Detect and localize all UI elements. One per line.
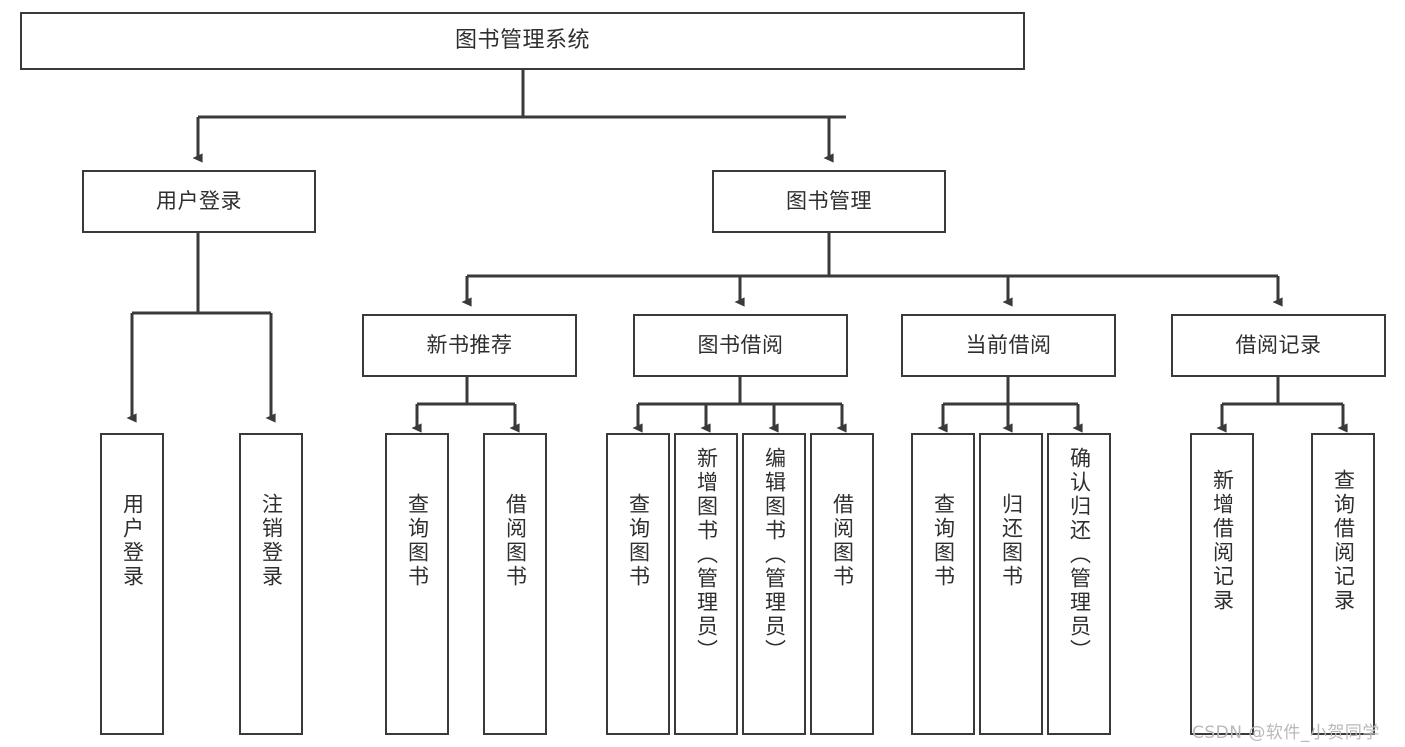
leaf-edit-book-admin[interactable]: 编辑图书（管理员）: [742, 433, 806, 735]
node-label: 归还图书: [999, 493, 1024, 589]
node-book-borrow[interactable]: 图书借阅: [633, 314, 848, 377]
node-label: 借阅记录: [1235, 333, 1322, 358]
leaf-add-borrow-record[interactable]: 新增借阅记录: [1190, 433, 1254, 735]
node-borrow-record[interactable]: 借阅记录: [1171, 314, 1386, 377]
node-label: 用户登录: [156, 189, 242, 214]
leaf-user-login[interactable]: 用户登录: [100, 433, 164, 735]
leaf-query-borrow-record[interactable]: 查询借阅记录: [1311, 433, 1375, 735]
node-label: 图书管理: [786, 189, 872, 214]
node-label: 新增图书（管理员）: [694, 447, 719, 663]
node-root-book-management-system[interactable]: 图书管理系统: [20, 12, 1025, 70]
leaf-query-book-recommend[interactable]: 查询图书: [385, 433, 449, 735]
leaf-query-book-current[interactable]: 查询图书: [911, 433, 975, 735]
node-label: 确认归还（管理员）: [1067, 447, 1092, 663]
node-label: 注销登录: [259, 493, 284, 589]
node-label: 编辑图书（管理员）: [762, 447, 787, 663]
leaf-borrow-book-borrow[interactable]: 借阅图书: [810, 433, 874, 735]
node-label: 用户登录: [120, 493, 145, 589]
node-label: 当前借阅: [965, 333, 1052, 358]
node-label: 借阅图书: [830, 493, 855, 589]
node-new-book-recommend[interactable]: 新书推荐: [362, 314, 577, 377]
node-label: 新书推荐: [426, 333, 513, 358]
node-label: 新增借阅记录: [1210, 469, 1235, 613]
leaf-add-book-admin[interactable]: 新增图书（管理员）: [674, 433, 738, 735]
node-label: 借阅图书: [503, 493, 528, 589]
leaf-return-book[interactable]: 归还图书: [979, 433, 1043, 735]
node-label: 查询借阅记录: [1331, 469, 1356, 613]
node-label: 图书借阅: [697, 333, 784, 358]
leaf-borrow-book-recommend[interactable]: 借阅图书: [483, 433, 547, 735]
node-book-management[interactable]: 图书管理: [712, 170, 946, 233]
node-user-login[interactable]: 用户登录: [82, 170, 316, 233]
leaf-logout-login[interactable]: 注销登录: [239, 433, 303, 735]
leaf-confirm-return-admin[interactable]: 确认归还（管理员）: [1047, 433, 1111, 735]
node-current-borrow[interactable]: 当前借阅: [901, 314, 1116, 377]
node-label: 图书管理系统: [454, 28, 590, 54]
leaf-query-book-borrow[interactable]: 查询图书: [606, 433, 670, 735]
node-label: 查询图书: [931, 493, 956, 589]
node-label: 查询图书: [626, 493, 651, 589]
node-label: 查询图书: [405, 493, 430, 589]
